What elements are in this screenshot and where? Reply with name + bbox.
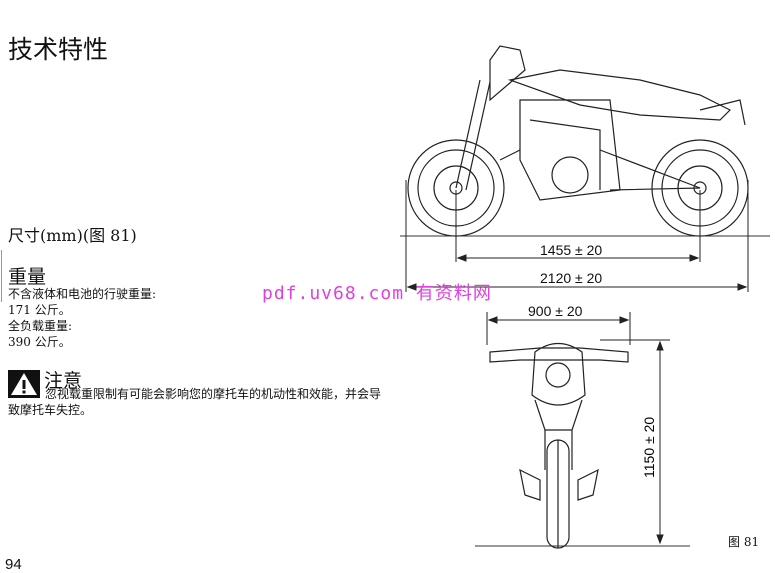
weight-heading: 重量 [8, 266, 47, 288]
front-view-motorcycle [489, 342, 629, 549]
weight-line: 全负载重量: [8, 319, 73, 333]
dimensions-heading: 尺寸(mm)(图 81) [8, 226, 137, 245]
wheelbase-label: 1455 ± 20 [540, 242, 603, 258]
margin-bar [1, 250, 2, 302]
warning-triangle-icon [8, 370, 40, 398]
height-label: 1150 ± 20 [641, 417, 657, 478]
page-title: 技术特性 [8, 35, 109, 64]
length-label: 2120 ± 20 [540, 270, 603, 286]
figure-caption: 图 81 [728, 535, 760, 549]
warning-heading: 注意 [44, 370, 83, 392]
weight-line: 390 公斤。 [8, 335, 71, 349]
weight-line: 不含液体和电池的行驶重量: [8, 287, 157, 301]
page-number: 94 [5, 556, 22, 573]
watermark: pdf.uv68.com 有资料网 [262, 283, 492, 304]
warning-text: 忽视载重限制有可能会影响您的摩托车的机动性和效能，并会导致摩托车失控。 [8, 387, 382, 417]
width-label: 900 ± 20 [528, 303, 583, 319]
weight-line: 171 公斤。 [8, 303, 71, 317]
side-view-motorcycle [407, 45, 749, 237]
